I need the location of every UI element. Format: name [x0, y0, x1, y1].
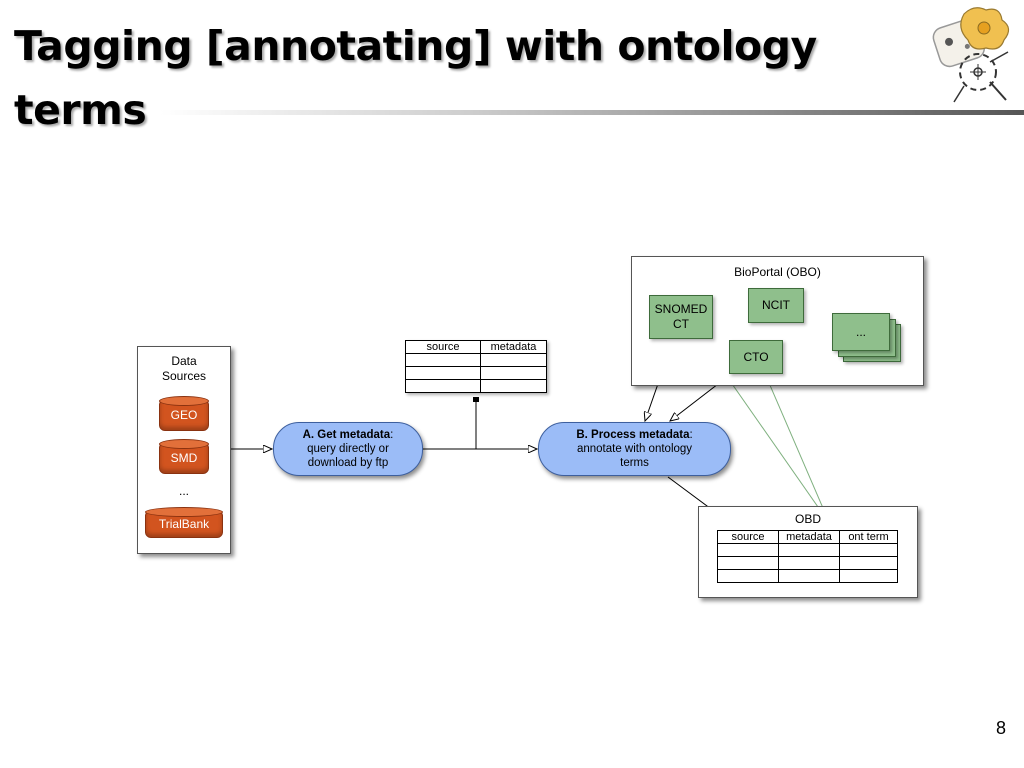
table-row [405, 366, 547, 380]
term-ncit: NCIT [748, 288, 804, 323]
data-source-smd: SMD [159, 439, 209, 474]
metadata-table: source metadata [405, 340, 547, 393]
term-cto: CTO [729, 340, 783, 374]
data-sources-box: Data Sources GEO SMD ... TrialBank [137, 346, 231, 554]
term-snomed-ct: SNOMED CT [649, 295, 713, 339]
data-sources-title-line1: Data [171, 354, 197, 368]
metadata-table-header-metadata: metadata [480, 340, 547, 354]
process-a-title: A. Get metadata [302, 429, 391, 441]
data-source-trialbank: TrialBank [145, 507, 223, 538]
process-a-line3: download by ftp [307, 457, 389, 469]
data-source-geo: GEO [159, 396, 209, 431]
process-b-title: B. Process metadata [576, 429, 690, 441]
term-more: ... [832, 313, 890, 351]
table-row [717, 569, 898, 583]
table-row [717, 543, 898, 557]
data-sources-ellipsis: ... [178, 484, 189, 498]
process-a-line2: query directly or [307, 443, 389, 455]
cells-logo-icon [932, 7, 1010, 103]
process-b-line3: terms [620, 457, 649, 469]
bioportal-title: BioPortal (OBO) [734, 265, 821, 279]
obd-table-header-ont-term: ont term [839, 530, 898, 544]
process-process-metadata: B. Process metadata: annotate with ontol… [538, 422, 731, 476]
obd-table-header-metadata: metadata [778, 530, 840, 544]
process-b-line2: annotate with ontology [576, 443, 693, 455]
data-sources-title-line2: Sources [161, 369, 207, 383]
page-number: 8 [995, 718, 1006, 738]
obd-table-header-source: source [717, 530, 779, 544]
title-divider [160, 110, 1024, 115]
table-row [405, 379, 547, 393]
slide-title: Tagging [annotating] with ontology terms [14, 22, 817, 134]
obd-title: OBD [794, 512, 821, 526]
metadata-table-header-source: source [405, 340, 481, 354]
process-get-metadata: A. Get metadata: query directly or downl… [273, 422, 423, 476]
obd-table: source metadata ont term [717, 530, 898, 583]
table-row [405, 353, 547, 367]
table-row [717, 556, 898, 570]
